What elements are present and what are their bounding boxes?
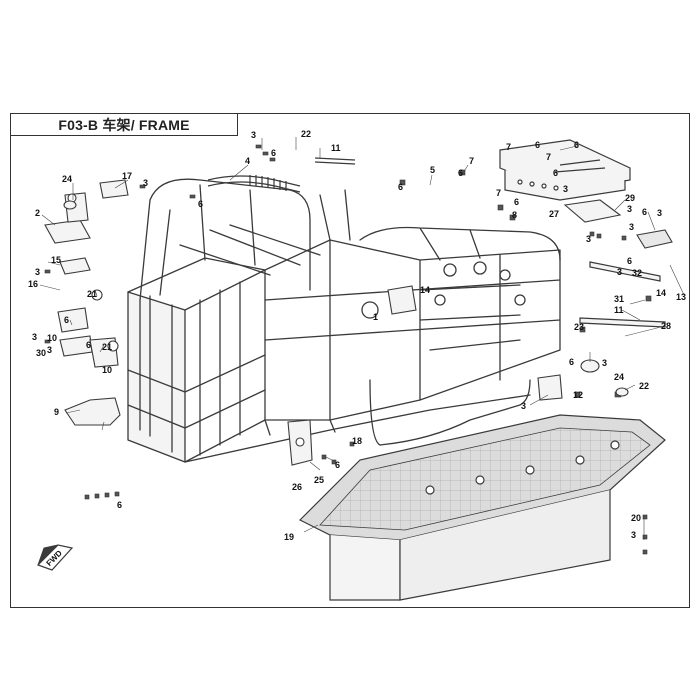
callout-label: 3 [657, 208, 662, 218]
callout-label: 6 [574, 140, 579, 150]
callout-label: 29 [625, 193, 635, 203]
callout-label: 7 [496, 188, 501, 198]
bracket-9 [287, 419, 313, 466]
callout-label: 3 [521, 401, 526, 411]
callout-label: 3 [35, 267, 40, 277]
callout-label: 23 [574, 322, 584, 332]
skid-plate-18 [298, 414, 666, 601]
callout-label: 3 [631, 530, 636, 540]
callout-label: 6 [198, 199, 203, 209]
diagram-title: F03-B 车架/ FRAME [58, 116, 190, 133]
main-frame-assembly [127, 178, 561, 463]
rear-rack-bracket [499, 139, 631, 201]
left-brackets [44, 179, 129, 426]
callout-label: 24 [614, 372, 624, 382]
callout-label: 24 [62, 174, 72, 184]
callout-label: 6 [642, 207, 647, 217]
callout-label: 6 [458, 168, 463, 178]
callout-label: 3 [32, 332, 37, 342]
callout-label: 17 [122, 171, 132, 181]
callout-label: 6 [271, 148, 276, 158]
callout-label: 3 [629, 222, 634, 232]
callout-label: 3 [586, 234, 591, 244]
callout-label: 7 [506, 142, 511, 152]
callout-label: 19 [284, 532, 294, 542]
spring-tube-4 [207, 175, 301, 193]
callout-label: 3 [563, 184, 568, 194]
callout-label: 13 [676, 292, 686, 302]
callout-label: 10 [47, 333, 57, 343]
callout-label: 3 [602, 358, 607, 368]
callout-label: 11 [614, 305, 624, 315]
callout-label: 8 [512, 210, 517, 220]
callout-label: 1 [373, 312, 378, 322]
callout-label: 22 [639, 381, 649, 391]
callout-label: 25 [314, 475, 324, 485]
callout-label: 14 [656, 288, 666, 298]
callout-label: 14 [420, 285, 430, 295]
callout-label: 20 [631, 513, 641, 523]
small-parts [63, 200, 629, 401]
callout-label: 7 [546, 152, 551, 162]
callout-label: 3 [251, 130, 256, 140]
title-box: F03-B 车架/ FRAME [10, 113, 238, 136]
callout-label: 6 [117, 500, 122, 510]
callout-label: 28 [661, 321, 671, 331]
callout-label: 10 [102, 365, 112, 375]
callout-label: 32 [632, 268, 642, 278]
callout-label: 9 [54, 407, 59, 417]
callout-label: 27 [549, 209, 559, 219]
callout-label: 6 [569, 357, 574, 367]
leader-lines [39, 137, 685, 540]
callout-label: 15 [51, 255, 61, 265]
callout-label: 22 [301, 129, 311, 139]
callout-label: 3 [47, 345, 52, 355]
callout-label: 6 [398, 182, 403, 192]
part-callouts: 22 3 6 11 4 17 3 6 24 2 15 3 16 21 3 6 1… [28, 129, 686, 542]
callout-label: 21 [102, 342, 112, 352]
callout-label: 6 [335, 460, 340, 470]
callout-label: 7 [469, 156, 474, 166]
callout-label: 12 [573, 390, 583, 400]
callout-label: 6 [86, 340, 91, 350]
callout-label: 11 [331, 143, 341, 153]
fasteners [44, 144, 652, 555]
callout-label: 5 [430, 165, 435, 175]
callout-label: 16 [28, 279, 38, 289]
callout-label: 4 [245, 156, 250, 166]
callout-label: 18 [352, 436, 362, 446]
callout-label: 2 [35, 208, 40, 218]
plate-27 [563, 199, 622, 223]
callout-label: 30 [36, 348, 46, 358]
callout-label: 26 [292, 482, 302, 492]
callout-label: 6 [535, 140, 540, 150]
diagram-border [10, 113, 690, 608]
callout-label: 3 [617, 267, 622, 277]
plate-29 [636, 229, 673, 249]
callout-label: 31 [614, 294, 624, 304]
fwd-arrow-icon: FWD [36, 544, 74, 571]
cross-rods [314, 157, 666, 328]
callout-label: 6 [514, 197, 519, 207]
callout-label: 21 [87, 289, 97, 299]
callout-label: 6 [627, 256, 632, 266]
callout-label: 3 [627, 204, 632, 214]
callout-label: 6 [553, 168, 558, 178]
callout-label: 3 [143, 178, 148, 188]
callout-label: 6 [64, 315, 69, 325]
